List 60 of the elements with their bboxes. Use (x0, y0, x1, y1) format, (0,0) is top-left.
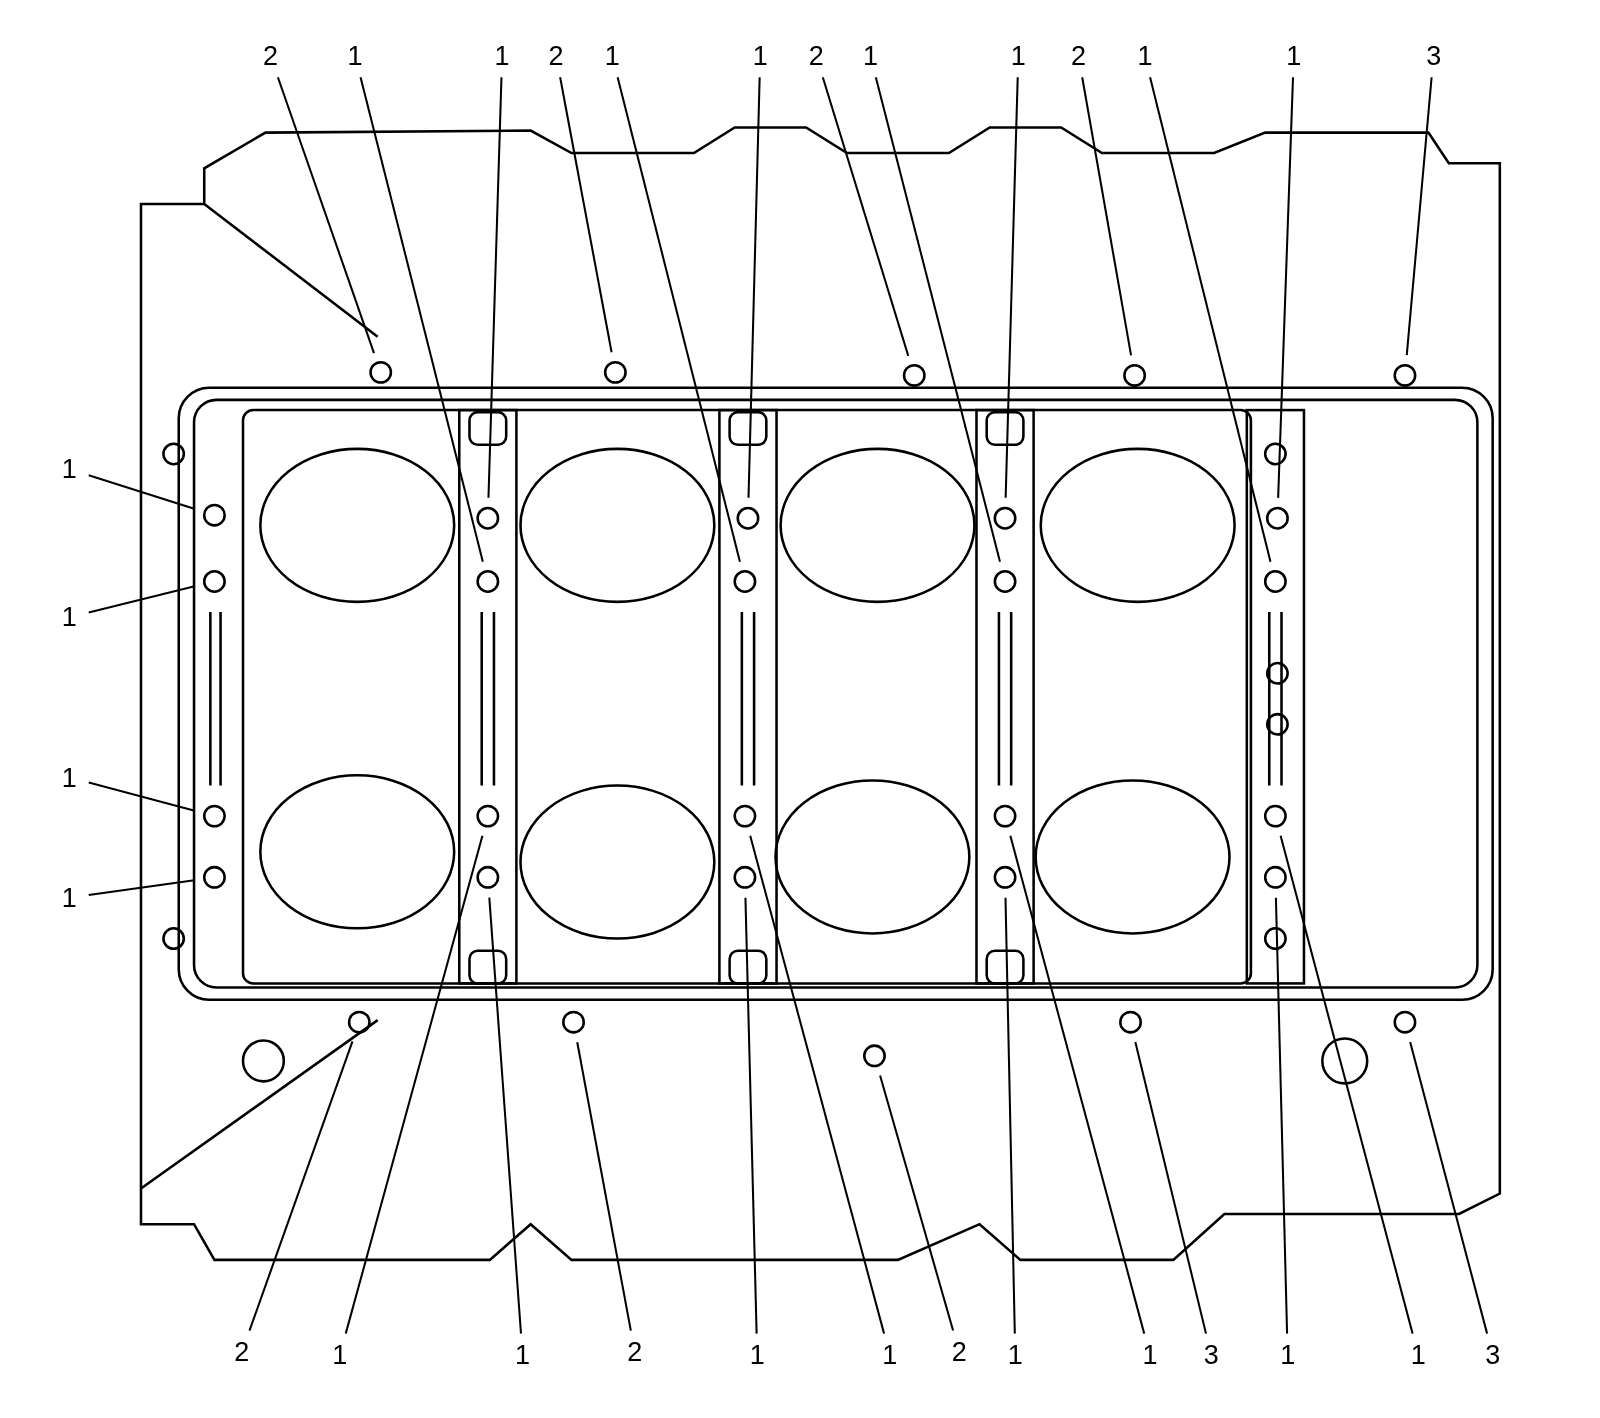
callout-number: 1 (878, 1340, 901, 1371)
leader-line (749, 835, 886, 1334)
callout-number: 3 (1481, 1340, 1504, 1371)
leader-line (248, 1041, 354, 1331)
callout-number: 1 (1139, 1340, 1161, 1371)
leader-line (874, 76, 1001, 562)
leader-line (1009, 835, 1146, 1334)
leader-line (1134, 1041, 1207, 1334)
leader-line (1274, 897, 1289, 1334)
leader-line (88, 585, 195, 614)
callout-number: 1 (344, 41, 367, 72)
leader-line (744, 897, 758, 1334)
callout-number: 1 (58, 762, 81, 793)
callout-number: 1 (58, 882, 81, 913)
callout-number: 1 (1407, 1340, 1430, 1371)
callout-number: 2 (259, 41, 282, 72)
callout-number: 1 (1004, 1340, 1027, 1371)
leader-line (88, 474, 196, 510)
callout-number: 1 (749, 41, 772, 72)
callout-number: 1 (1276, 1340, 1299, 1371)
leader-line (276, 76, 375, 354)
callout-number: 2 (948, 1337, 971, 1368)
callout-number: 1 (1133, 41, 1156, 72)
leader-line (1004, 77, 1019, 498)
callout-number: 3 (1200, 1340, 1223, 1371)
leader-line (1409, 1041, 1489, 1334)
callout-number: 2 (623, 1337, 646, 1368)
callout-number: 1 (601, 41, 624, 72)
leader-line (487, 77, 503, 498)
leader-line (88, 879, 195, 897)
callout-number: 1 (746, 1340, 769, 1371)
callout-number: 1 (511, 1340, 534, 1371)
callout-number: 2 (230, 1337, 253, 1368)
callout-number: 1 (1007, 41, 1030, 72)
leader-line (879, 1075, 955, 1331)
callout-number: 2 (545, 41, 568, 72)
leader-line (559, 77, 613, 353)
leader-line (1081, 77, 1133, 356)
leader-line (88, 781, 195, 812)
leader-line (616, 76, 741, 562)
leader-line (488, 897, 522, 1334)
leader-line (1279, 835, 1414, 1334)
callout-number: 2 (805, 41, 828, 72)
callout-number: 1 (859, 41, 882, 72)
callout-number: 1 (491, 41, 514, 72)
leader-line (821, 76, 910, 357)
callout-number: 1 (328, 1340, 351, 1371)
leader-line (344, 835, 484, 1334)
leader-line (747, 77, 761, 498)
callout-number: 1 (58, 454, 81, 485)
leader-line (1277, 77, 1294, 498)
callout-number: 1 (1282, 41, 1305, 72)
leader-line (1405, 77, 1433, 356)
leader-line (359, 76, 484, 562)
callout-number: 2 (1067, 41, 1090, 72)
leader-line (1004, 897, 1016, 1334)
leader-line (576, 1042, 632, 1331)
callout-number: 1 (58, 602, 81, 633)
leader-line (1149, 76, 1272, 562)
callout-number: 3 (1422, 41, 1445, 72)
